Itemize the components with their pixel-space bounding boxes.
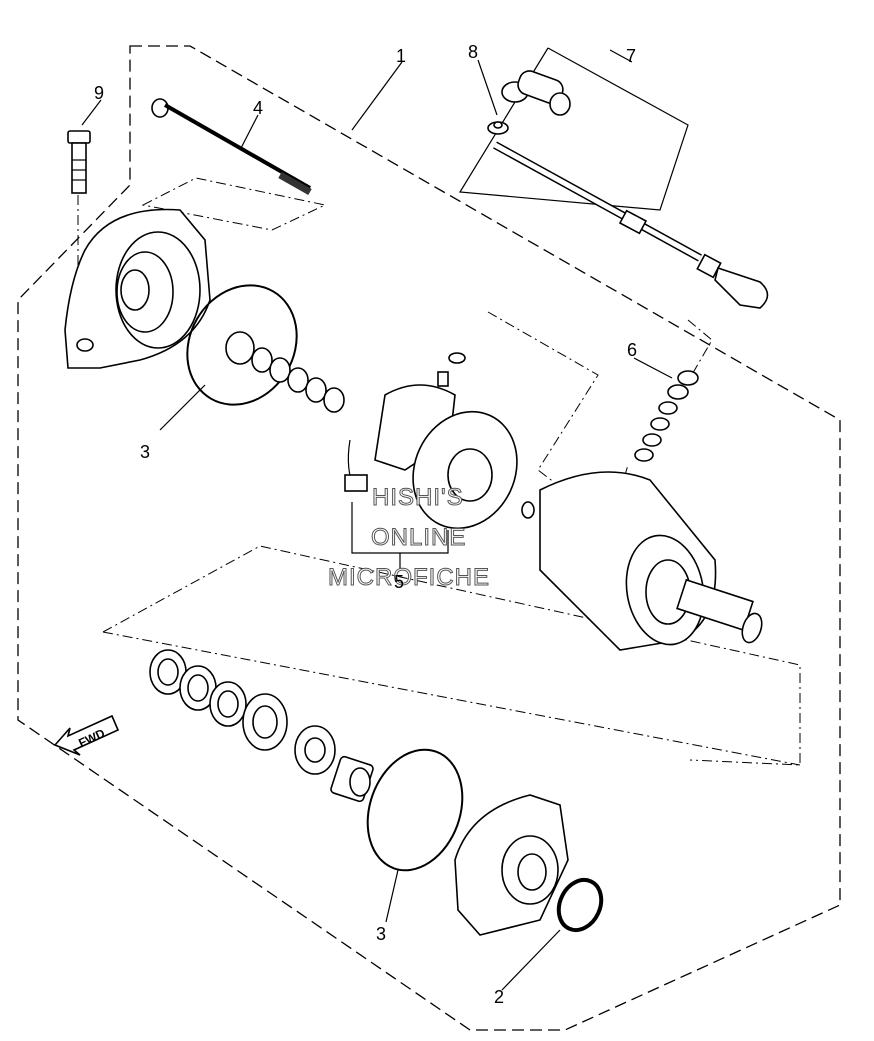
lower-washers-bearings bbox=[149, 649, 374, 803]
bolt-part-9 bbox=[67, 130, 91, 194]
callout-3-upper: 3 bbox=[140, 442, 150, 462]
callout-4: 4 bbox=[253, 98, 263, 118]
callouts: 1 2 3 3 4 5 6 7 8 9 bbox=[94, 42, 637, 1007]
upper-washers bbox=[225, 331, 345, 413]
lead-wire-part-7 bbox=[493, 70, 769, 309]
o-ring-part-2 bbox=[556, 877, 604, 933]
brush-holder-part-5 bbox=[344, 352, 518, 530]
callout-6: 6 bbox=[627, 340, 637, 360]
watermark: HISHI'S ONLINE MICROFICHE bbox=[328, 484, 490, 592]
callout-8: 8 bbox=[468, 42, 478, 62]
watermark-line-1: HISHI'S bbox=[372, 484, 464, 511]
nuts-part-6 bbox=[634, 370, 699, 462]
through-bolt-part-4 bbox=[151, 98, 312, 196]
reference-boxes bbox=[77, 177, 801, 766]
callout-2: 2 bbox=[494, 987, 504, 1007]
watermark-line-2: ONLINE bbox=[371, 524, 466, 551]
watermark-line-3: MICROFICHE bbox=[328, 564, 490, 591]
assembly-boundary bbox=[17, 45, 841, 1031]
starter-yoke bbox=[521, 471, 763, 651]
callout-1: 1 bbox=[396, 46, 406, 66]
leader-lines bbox=[81, 47, 689, 991]
callout-3-lower: 3 bbox=[376, 924, 386, 944]
o-ring-part-3-lower bbox=[366, 748, 464, 872]
callout-5: 5 bbox=[394, 572, 404, 592]
rear-housing bbox=[64, 208, 211, 369]
fwd-arrow: FWD bbox=[53, 714, 120, 756]
nut-part-8 bbox=[487, 121, 509, 135]
callout-7: 7 bbox=[626, 46, 636, 66]
front-cover bbox=[454, 794, 569, 936]
callout-9: 9 bbox=[94, 83, 104, 103]
